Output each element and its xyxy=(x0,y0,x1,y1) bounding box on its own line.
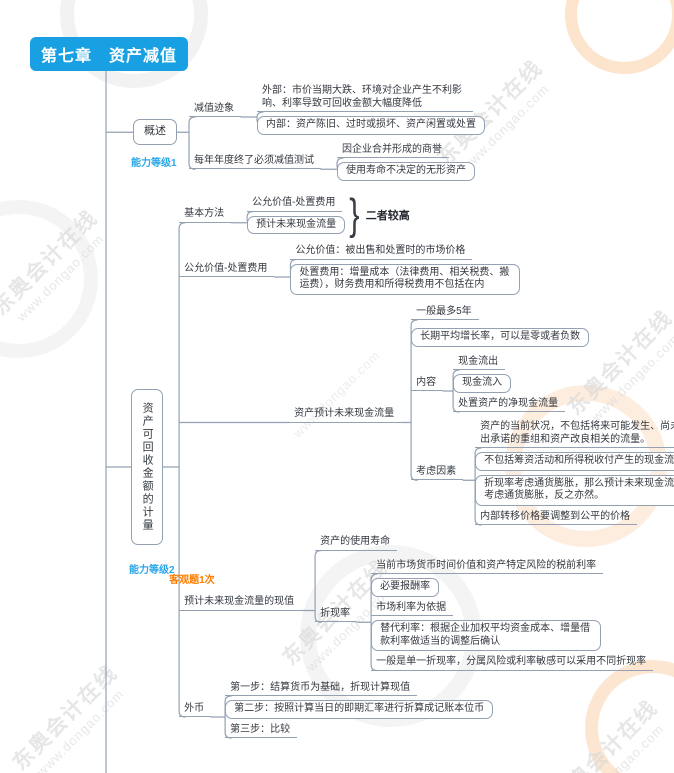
topic-foreign-currency[interactable]: 外币 xyxy=(179,702,212,717)
branch-foreign-currency: 外币 第一步：结算货币为基础，折现计算现值 第二步：按照计算当日的即期汇率进行折… xyxy=(179,681,494,738)
topic-impairment-indicators[interactable]: 减值迹象 xyxy=(189,102,241,117)
topic-annual-test[interactable]: 每年年度终了必须减值测试 xyxy=(189,154,321,170)
topic-recoverable-amount[interactable]: 资产可回收金额的计量 xyxy=(131,389,164,545)
branch-indefinite-intangible: 使用寿命不决定的无形资产 xyxy=(337,162,475,181)
topic-fv-less-cost[interactable]: 公允价值-处置费用 xyxy=(179,262,275,277)
topic-cash-inflow[interactable]: 现金流入 xyxy=(453,374,512,393)
topic-present-value[interactable]: 预计未来现金流量的现值 xyxy=(179,595,302,611)
branch-cash-inflow: 现金流入 xyxy=(453,374,512,393)
branch-disposal-cost-def: 处置费用：增量成本（法律费用、相关税费、搬运费），财务费用和所得税费用不包括在内 xyxy=(290,263,521,295)
topic-single-rate[interactable]: 一般是单一折现率，分属风险或利率敏感可以采用不同折现率 xyxy=(371,655,654,671)
branch-growth-rate: 长期平均增长率，可以是零或者负数 xyxy=(411,328,590,347)
watermark-brand: 东奥会计在线 xyxy=(0,205,103,320)
branch-factors: 考虑因素 资产的当前状况，不包括将来可能发生、尚未作出承诺的重组和资产改良相关的… xyxy=(411,420,674,525)
topic-basic-method[interactable]: 基本方法 xyxy=(179,207,232,223)
branch-present-value: 预计未来现金流量的现值 客观题1次 资产的使用寿命 折现率 当前市场货币时间价值… xyxy=(169,535,654,671)
branch-no-financing: 不包括筹资活动和所得税收付产生的现金流量 xyxy=(475,452,674,471)
topic-expected-cash-flows[interactable]: 资产预计未来现金流量 xyxy=(289,407,402,423)
topic-cash-outflow[interactable]: 现金流出 xyxy=(453,355,506,370)
topic-expected-future-cash-flow[interactable]: 预计未来现金流量 xyxy=(247,215,346,234)
topic-pretax-rate[interactable]: 当前市场货币时间价值和资产特定风险的税前利率 xyxy=(371,559,604,574)
topic-fc-step1[interactable]: 第一步：结算货币为基础，折现计算现值 xyxy=(225,681,418,696)
branch-recoverable-amount: 资产可回收金额的计量 能力等级2 基本方法 公允价值-处置费用 预计未来现金流量… xyxy=(129,190,674,738)
topic-factors[interactable]: 考虑因素 xyxy=(411,465,464,481)
watermark-ring xyxy=(565,0,674,74)
topic-disposal-cost-def[interactable]: 处置费用：增量成本（法律费用、相关税费、搬运费），财务费用和所得税费用不包括在内 xyxy=(290,263,521,295)
topic-internal-indicator[interactable]: 内部：资产陈旧、过时或损坏、资产闲置或处置 xyxy=(257,116,485,135)
branch-inflation: 折现率考虑通货膨胀，那么预计未来现金流量也考虑通货膨胀，反之亦然。 xyxy=(475,474,674,506)
branch-substitute-rate: 替代利率：根据企业加权平均资金成本、增量借款利率做适当的调整后确认 xyxy=(371,620,602,651)
topic-net-disposal-flow[interactable]: 处置资产的净现金流量 xyxy=(453,397,566,412)
branch-market-rate: 市场利率为依据 xyxy=(371,601,454,616)
branch-basic-method: 基本方法 公允价值-处置费用 预计未来现金流量 } 二者较高 xyxy=(179,190,445,240)
branch-net-disposal-flow: 处置资产的净现金流量 xyxy=(453,397,566,412)
topic-market-rate[interactable]: 市场利率为依据 xyxy=(371,601,454,616)
watermark-text: 东奥会计在线 www.dongao.com xyxy=(0,202,114,331)
topic-fair-value-def[interactable]: 公允价值：被出售和处置时的市场价格 xyxy=(290,244,473,260)
branch-max-years: 一般最多5年 xyxy=(411,305,479,320)
topic-fair-value-minus-disposal[interactable]: 公允价值-处置费用 xyxy=(247,196,343,212)
ability-level-1-badge: 能力等级1 xyxy=(131,158,177,170)
branch-expected-future-cash-flow: 预计未来现金流量 xyxy=(247,215,346,234)
branch-fc-step1: 第一步：结算货币为基础，折现计算现值 xyxy=(225,681,418,696)
branch-internal-indicator: 内部：资产陈旧、过时或损坏、资产闲置或处置 xyxy=(257,116,485,135)
branch-discount-rate: 折现率 当前市场货币时间价值和资产特定风险的税前利率 必要报酬率 市场利率为依据 xyxy=(315,559,654,671)
watermark-site: www.dongao.com xyxy=(13,231,107,325)
ability-level-2-badge: 能力等级2 xyxy=(129,565,175,576)
topic-overview[interactable]: 概述 xyxy=(133,119,177,146)
topic-content[interactable]: 内容 xyxy=(411,376,444,391)
branch-fair-value-def: 公允价值：被出售和处置时的市场价格 xyxy=(290,244,473,260)
topic-max-years[interactable]: 一般最多5年 xyxy=(411,305,479,320)
brace-icon: } xyxy=(349,190,360,240)
topic-required-return[interactable]: 必要报酬率 xyxy=(371,578,440,597)
branch-cash-outflow: 现金流出 xyxy=(453,355,506,370)
branch-goodwill: 因企业合并形成的商誉 xyxy=(337,143,449,158)
topic-fc-step2[interactable]: 第二步：按照计算当日的即期汇率进行折算成记账本位币 xyxy=(225,700,494,719)
watermark-site: www.dongao.com xyxy=(33,686,127,773)
topic-useful-life[interactable]: 资产的使用寿命 xyxy=(315,535,398,551)
watermark-text: 东奥会计在线 www.dongao.com xyxy=(5,657,134,773)
branch-transfer-price: 内部转移价格要调整到公平的价格 xyxy=(475,510,638,525)
topic-indefinite-intangible[interactable]: 使用寿命不决定的无形资产 xyxy=(337,162,475,181)
topic-fc-step3[interactable]: 第三步：比较 xyxy=(225,723,298,738)
branch-pretax-rate: 当前市场货币时间价值和资产特定风险的税前利率 xyxy=(371,559,604,574)
branch-required-return: 必要报酬率 xyxy=(371,578,440,597)
higher-of-two-callout: } 二者较高 xyxy=(347,190,410,240)
topic-external-indicator[interactable]: 外部：市价当期大跌、环境对企业产生不利影响、利率导致可回收金额大幅度降低 xyxy=(257,84,473,112)
branch-fv-less-cost: 公允价值-处置费用 公允价值：被出售和处置时的市场价格 处置费用：增量成本（法律… xyxy=(179,244,521,295)
objective-question-badge: 客观题1次 xyxy=(169,575,215,586)
branch-single-rate: 一般是单一折现率，分属风险或利率敏感可以采用不同折现率 xyxy=(371,655,654,671)
topic-no-financing[interactable]: 不包括筹资活动和所得税收付产生的现金流量 xyxy=(475,452,674,471)
watermark-brand: 东奥会计在线 xyxy=(8,660,123,773)
topic-inflation[interactable]: 折现率考虑通货膨胀，那么预计未来现金流量也考虑通货膨胀，反之亦然。 xyxy=(475,474,674,506)
topic-discount-rate[interactable]: 折现率 xyxy=(315,607,358,623)
branch-overview: 概述 能力等级1 减值迹象 外部：市价当期大跌、环境对企业产生不利影响、利率导致… xyxy=(131,84,485,181)
branch-current-state: 资产的当前状况，不包括将来可能发生、尚未作出承诺的重组和资产改良相关的流量。 xyxy=(475,420,674,448)
branch-useful-life: 资产的使用寿命 xyxy=(315,535,398,551)
topic-goodwill[interactable]: 因企业合并形成的商誉 xyxy=(337,143,449,158)
branch-annual-test: 每年年度终了必须减值测试 因企业合并形成的商誉 使用寿命不决定的无形资产 xyxy=(189,143,475,181)
branch-impairment-indicators: 减值迹象 外部：市价当期大跌、环境对企业产生不利影响、利率导致可回收金额大幅度降… xyxy=(189,84,485,135)
branch-external-indicator: 外部：市价当期大跌、环境对企业产生不利影响、利率导致可回收金额大幅度降低 xyxy=(257,84,473,112)
topic-transfer-price[interactable]: 内部转移价格要调整到公平的价格 xyxy=(475,510,638,525)
topic-current-state[interactable]: 资产的当前状况，不包括将来可能发生、尚未作出承诺的重组和资产改良相关的流量。 xyxy=(475,420,674,448)
branch-expected-cash-flows: 资产预计未来现金流量 一般最多5年 长期平均增长率，可以是零或者负数 内容 现金… xyxy=(289,305,674,525)
topic-growth-rate[interactable]: 长期平均增长率，可以是零或者负数 xyxy=(411,328,590,347)
branch-fc-step2: 第二步：按照计算当日的即期汇率进行折算成记账本位币 xyxy=(225,700,494,719)
topic-substitute-rate[interactable]: 替代利率：根据企业加权平均资金成本、增量借款利率做适当的调整后确认 xyxy=(371,620,602,651)
watermark-ring xyxy=(0,200,98,358)
higher-of-two-label: 二者较高 xyxy=(365,210,410,222)
branch-fair-value-minus-disposal: 公允价值-处置费用 xyxy=(247,196,343,212)
chapter-title[interactable]: 第七章 资产减值 xyxy=(30,37,189,71)
branch-fc-step3: 第三步：比较 xyxy=(225,723,298,738)
branch-content: 内容 现金流出 现金流入 处置资产的净现金流量 xyxy=(411,355,566,412)
